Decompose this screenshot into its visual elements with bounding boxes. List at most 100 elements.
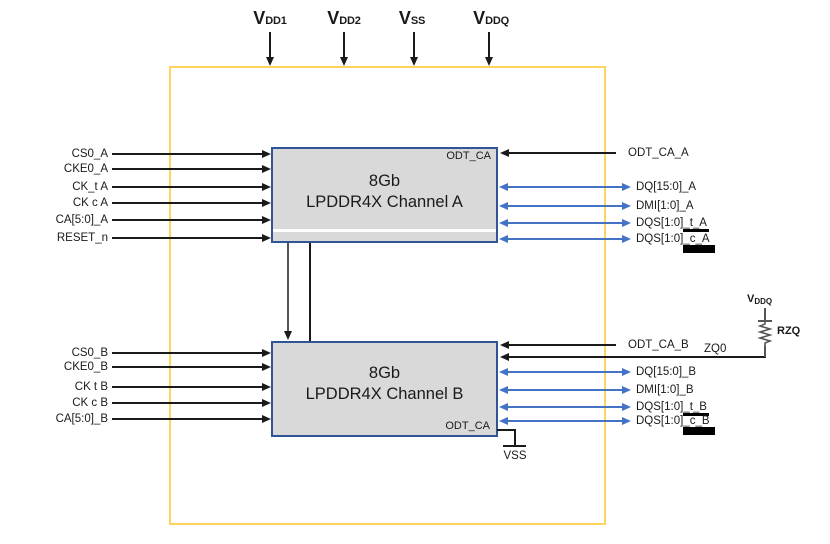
channel-a-title: 8Gb LPDDR4X Channel A <box>273 171 496 213</box>
dqs-c-b-label: DQS[1:0]_c_B <box>636 414 715 435</box>
vddq-arrow-line <box>488 32 490 58</box>
vss-label: VSS <box>380 6 444 33</box>
dmi-b-arrowhead-left-icon <box>499 386 508 394</box>
vdd1-subscript: DD1 <box>265 15 287 27</box>
dmi-a-label-base: DMI[1:0]_A <box>636 200 694 212</box>
dqs-t-b-line <box>507 406 622 408</box>
vss-arrow-line <box>413 32 415 58</box>
signal-cs0-a-line <box>112 153 263 155</box>
channel-a-title-line1: 8Gb <box>368 172 401 190</box>
rzq-vddq-main: V <box>747 293 755 305</box>
dmi-b-arrowhead-right-icon <box>622 386 631 394</box>
dqs-t-b-label-base: DQS[1:0] <box>636 401 684 413</box>
vdd1-arrow-line <box>269 32 271 58</box>
dq-a-arrowhead-right-icon <box>622 183 631 191</box>
dqs-c-a-line <box>507 238 622 240</box>
dqs-c-b-arrowhead-right-icon <box>622 417 631 425</box>
rzq-bottom-stub-line <box>764 346 766 357</box>
signal-ck-c-a-label: CK c A <box>72 197 108 209</box>
dqs-c-a-arrowhead-right-icon <box>622 235 631 243</box>
rzq-label: RZQ <box>777 325 801 337</box>
channel-a-to-b-line-1 <box>287 243 289 332</box>
dqs-c-b-arrowhead-left-icon <box>499 417 508 425</box>
vdd1-arrowhead-icon <box>266 57 274 66</box>
dqs-t-b-label: DQS[1:0]_t_B <box>636 400 709 416</box>
channel-a-title-line2: LPDDR4X Channel A <box>306 193 463 211</box>
signal-cs0-a-label: CS0_A <box>71 148 108 160</box>
signal-ck-t-b-line <box>112 386 263 388</box>
dqs-t-a-label: DQS[1:0]_t_A <box>636 216 709 232</box>
dqs-c-b-label-underlined: _c_B <box>683 415 715 435</box>
dmi-a-label: DMI[1:0]_A <box>636 199 694 213</box>
vss-ground-bar-icon <box>503 445 526 447</box>
odt-ca-b-line <box>508 344 616 346</box>
channel-b-title-line1: 8Gb <box>368 364 401 382</box>
vss-subscript: SS <box>410 15 426 27</box>
vdd2-arrowhead-icon <box>340 57 348 66</box>
rzq-vddq-rail-label: VDDQ <box>747 293 772 306</box>
vss-arrowhead-icon <box>410 57 418 66</box>
channel-a-to-b-arrowhead-icon <box>284 331 292 340</box>
signal-ck-t-b-label: CK t B <box>74 381 108 393</box>
channel-a-odt-ca-corner-label: ODT_CA <box>446 150 491 162</box>
rzq-top-stub-line <box>764 308 766 321</box>
signal-reset-n-line <box>112 237 263 239</box>
vdd1-label: VDD1 <box>238 6 302 33</box>
signal-ck-t-b-arrowhead-icon <box>262 383 271 391</box>
dq-a-label: DQ[15:0]_A <box>636 180 696 194</box>
signal-ck-t-a-line <box>112 186 263 188</box>
dq-b-label: DQ[15:0]_B <box>636 365 696 379</box>
signal-ca-b-arrowhead-icon <box>262 415 271 423</box>
vdd2-main: V <box>327 8 340 28</box>
vss-ground-label: VSS <box>503 450 527 462</box>
dq-b-label-base: DQ[15:0]_B <box>636 366 697 378</box>
odt-ca-a-line <box>508 152 616 154</box>
signal-ck-c-a-line <box>112 202 263 204</box>
odt-ca-b-arrowhead-icon <box>500 341 509 349</box>
vss-tap-horizontal-line <box>497 429 515 431</box>
channel-b-block: 8Gb LPDDR4X Channel B ODT_CA <box>271 341 498 437</box>
signal-cke0-a-label: CKE0_A <box>63 163 108 175</box>
dmi-b-label-base: DMI[1:0]_B <box>636 384 694 396</box>
dqs-c-a-label-underlined: _c_A <box>683 233 715 253</box>
dqs-t-b-label-underlined: _t_B <box>683 401 709 416</box>
signal-ca-b-label: CA[5:0]_B <box>55 413 108 425</box>
dqs-t-b-arrowhead-right-icon <box>622 403 631 411</box>
dqs-c-a-label: DQS[1:0]_c_A <box>636 232 715 253</box>
signal-cke0-a-arrowhead-icon <box>262 165 271 173</box>
vss-main: V <box>398 8 411 28</box>
rzq-resistor-icon <box>757 322 773 346</box>
signal-ck-c-b-label: CK c B <box>72 397 108 409</box>
signal-ca-a-arrowhead-icon <box>262 216 271 224</box>
dqs-c-b-label-base: DQS[1:0] <box>636 415 684 427</box>
dqs-t-a-label-underlined: _t_A <box>683 217 709 232</box>
dqs-t-a-arrowhead-right-icon <box>622 219 631 227</box>
dq-a-line <box>507 186 622 188</box>
signal-ck-c-b-arrowhead-icon <box>262 399 271 407</box>
signal-cke0-b-arrowhead-icon <box>262 363 271 371</box>
signal-cs0-b-line <box>112 352 263 354</box>
rzq-vddq-subscript: DDQ <box>754 297 773 306</box>
dq-b-arrowhead-left-icon <box>499 368 508 376</box>
vdd2-arrow-line <box>343 32 345 58</box>
signal-cke0-b-line <box>112 366 263 368</box>
dq-b-arrowhead-right-icon <box>622 368 631 376</box>
dqs-t-a-label-base: DQS[1:0] <box>636 217 684 229</box>
signal-ck-t-a-label: CK_t A <box>72 181 108 193</box>
dmi-b-label: DMI[1:0]_B <box>636 383 694 397</box>
vdd2-subscript: DD2 <box>339 15 361 27</box>
odt-ca-a-arrowhead-icon <box>500 149 509 157</box>
signal-cs0-b-label: CS0_B <box>71 347 108 359</box>
signal-cs0-b-arrowhead-icon <box>262 349 271 357</box>
package-outline <box>169 66 606 525</box>
odt-ca-b-label: ODT_CA_B <box>628 339 689 351</box>
zq0-label: ZQ0 <box>704 343 727 355</box>
zq0-arrowhead-icon <box>500 353 509 361</box>
signal-ck-c-a-arrowhead-icon <box>262 199 271 207</box>
odt-ca-a-label: ODT_CA_A <box>628 147 689 159</box>
dqs-c-a-label-base: DQS[1:0] <box>636 233 684 245</box>
channel-a-block: ODT_CA 8Gb LPDDR4X Channel A <box>271 147 498 243</box>
vddq-main: V <box>473 8 486 28</box>
signal-cs0-a-arrowhead-icon <box>262 150 271 158</box>
dmi-a-arrowhead-left-icon <box>499 202 508 210</box>
